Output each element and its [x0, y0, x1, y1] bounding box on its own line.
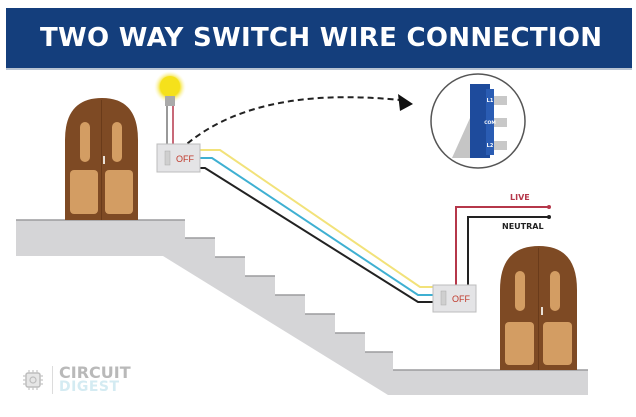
- page-title: TWO WAY SWITCH WIRE CONNECTION: [40, 23, 603, 53]
- zoom-arrow: [179, 94, 413, 151]
- banner-divider: [6, 68, 632, 70]
- logo-text-circuit: CIRCUIT: [59, 363, 131, 382]
- switch-detail-inset: L1 COM L2: [430, 73, 526, 169]
- traveler-wires: [200, 149, 436, 303]
- traveler-wire-blue: [200, 157, 436, 296]
- terminal-l1-label: L1: [487, 98, 494, 104]
- traveler-wire-black: [200, 167, 436, 303]
- circuit-digest-logo: CIRCUIT DIGEST: [22, 363, 131, 395]
- supply-lines: [455, 205, 551, 288]
- bottom-floor-door: [500, 246, 577, 370]
- neutral-wire: [467, 216, 549, 288]
- light-bulb-icon: [154, 71, 186, 146]
- top-switch-state: OFF: [176, 154, 194, 164]
- bottom-switch-state: OFF: [452, 294, 470, 304]
- neutral-label: NEUTRAL: [502, 222, 544, 231]
- logo-text-digest: DIGEST: [59, 379, 120, 395]
- terminal-l2-label: L2: [487, 143, 494, 149]
- traveler-wire-yellow: [200, 149, 436, 288]
- terminal-com-label: COM: [484, 120, 496, 126]
- top-switch[interactable]: OFF: [156, 143, 201, 173]
- top-floor-door: [65, 98, 138, 220]
- title-banner: TWO WAY SWITCH WIRE CONNECTION: [6, 8, 632, 68]
- bottom-switch[interactable]: OFF: [432, 284, 477, 313]
- live-wire: [455, 206, 549, 288]
- chip-icon: [23, 370, 43, 390]
- live-label: LIVE: [510, 193, 530, 202]
